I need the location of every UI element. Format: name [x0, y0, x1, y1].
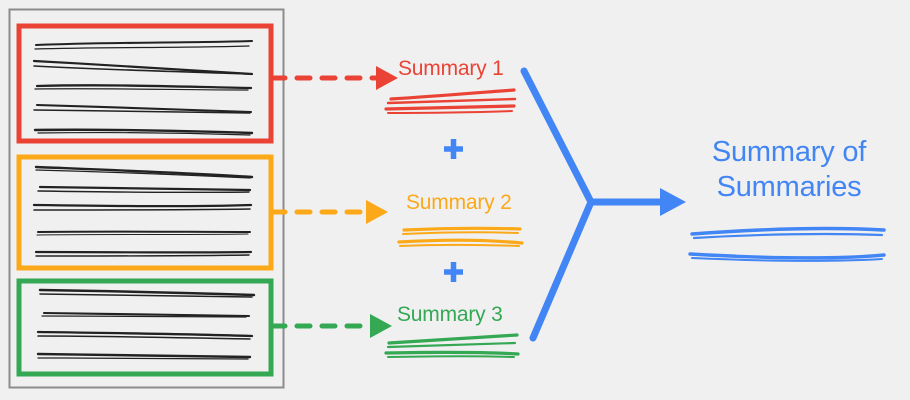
chunk-box-1[interactable] [16, 23, 274, 144]
merge-arrowhead [660, 188, 686, 216]
summary-1-label: Summary 1 [398, 57, 504, 80]
chunk-1-text-lines [32, 39, 254, 136]
dashed-arrow-1 [269, 66, 398, 90]
dashed-arrow-3 [269, 314, 392, 338]
source-document-border [8, 8, 285, 389]
summary-1-underline [384, 88, 517, 114]
dashed-arrow-2 [269, 200, 388, 224]
final-output-line-1: Summary of [711, 136, 867, 168]
final-underline [688, 226, 886, 262]
summary-2-underline [397, 226, 524, 247]
chunk-3-text-lines [36, 288, 256, 360]
summary-2-label: Summary 2 [406, 191, 512, 214]
summary-3-underline [384, 333, 520, 358]
final-output-line-2: Summaries [716, 171, 862, 204]
plus-icon-2 [444, 262, 463, 282]
summary-3-label: Summary 3 [397, 303, 503, 326]
plus-icon-1 [444, 139, 463, 159]
merge-arrow [520, 67, 667, 342]
final-output-label: Summary of Summaries [692, 135, 886, 206]
chunk-2-text-lines [32, 165, 254, 257]
